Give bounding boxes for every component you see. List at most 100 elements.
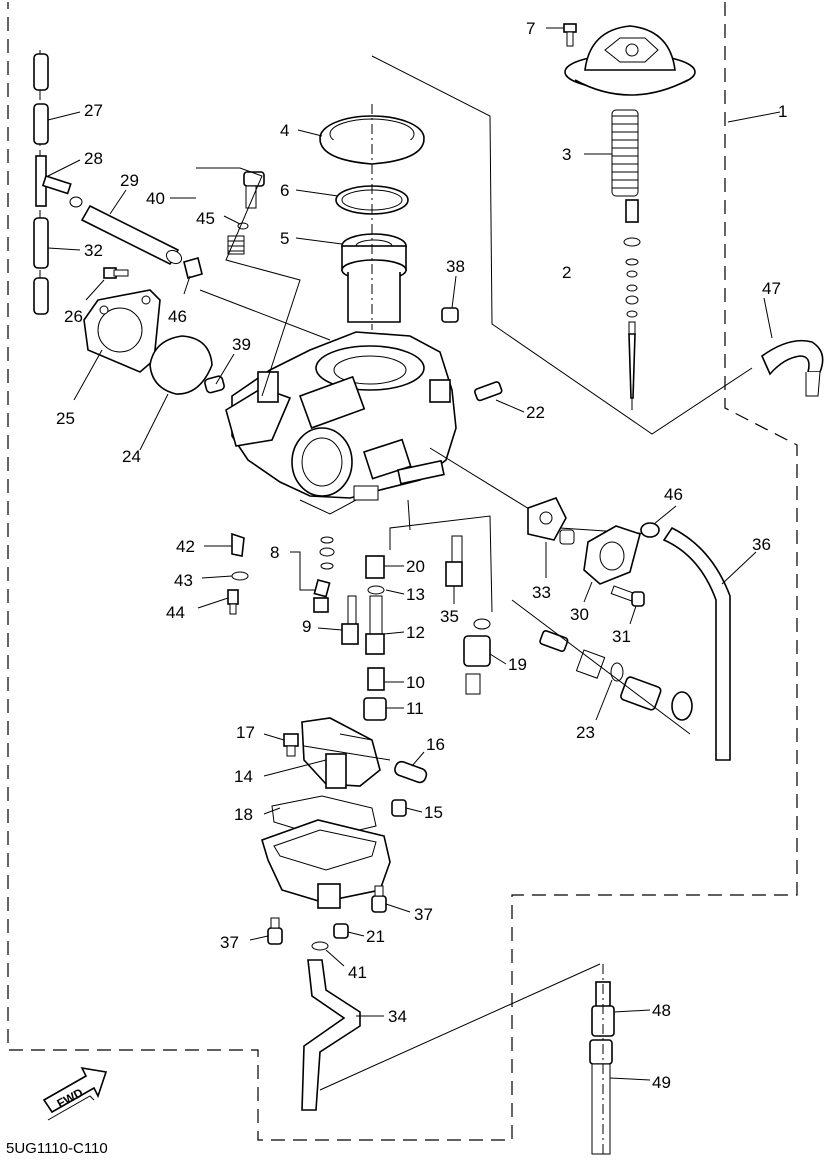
callout-30: 30 xyxy=(570,605,589,624)
clamp-46b xyxy=(640,522,660,538)
callout-41: 41 xyxy=(348,963,367,982)
throttle-piston xyxy=(341,233,407,323)
callout-46b: 46 xyxy=(664,485,683,504)
callout-47: 47 xyxy=(762,279,781,298)
callout-29: 29 xyxy=(120,171,139,190)
screw-15 xyxy=(391,799,407,817)
float-bowl xyxy=(261,819,391,909)
callout-numbers: 1 2 3 4 5 6 7 8 9 10 11 12 13 14 15 16 1… xyxy=(56,19,787,1092)
float-pin-16 xyxy=(394,760,428,784)
callout-37a: 37 xyxy=(414,905,433,924)
plate-33 xyxy=(527,497,575,545)
guide-plunger xyxy=(196,167,301,397)
callout-5: 5 xyxy=(280,229,289,248)
callout-28: 28 xyxy=(84,149,103,168)
callout-33: 33 xyxy=(532,583,551,602)
callout-31: 31 xyxy=(612,627,631,646)
throttle-spring xyxy=(611,109,639,197)
part-35 xyxy=(445,535,463,587)
guide-float xyxy=(303,745,391,761)
clip-42 xyxy=(231,532,245,557)
callout-48: 48 xyxy=(652,1001,671,1020)
part-19 xyxy=(463,618,491,695)
hose-36 xyxy=(662,526,731,761)
vent-hose-lower xyxy=(33,217,49,315)
carburetor-body xyxy=(225,331,457,515)
callout-23: 23 xyxy=(576,723,595,742)
fitting-22 xyxy=(474,381,503,402)
callout-18: 18 xyxy=(234,805,253,824)
callout-38: 38 xyxy=(446,257,465,276)
washer-13 xyxy=(367,585,385,595)
guide-drain xyxy=(319,963,601,1091)
callout-6: 6 xyxy=(280,181,289,200)
o-ring-41 xyxy=(311,941,329,951)
callout-9: 9 xyxy=(302,617,311,636)
guide-jets-2 xyxy=(407,499,411,531)
diaphragm-cover xyxy=(149,335,213,395)
cover-30 xyxy=(583,525,641,585)
spring-45b xyxy=(227,235,245,255)
callout-3: 3 xyxy=(562,145,571,164)
jet-group-8 xyxy=(313,536,335,613)
jet-holder-20 xyxy=(365,555,385,579)
callout-1: 1 xyxy=(778,102,787,121)
hose-29 xyxy=(80,204,183,266)
o-ring-43 xyxy=(231,571,249,581)
adjust-screw-23 xyxy=(539,630,693,721)
callout-44: 44 xyxy=(166,603,185,622)
cap-39 xyxy=(204,375,225,394)
hose-joint xyxy=(35,155,83,208)
screw-37-left xyxy=(267,917,283,945)
assembly-boundary xyxy=(7,2,798,1141)
float-14 xyxy=(301,717,381,789)
callout-14: 14 xyxy=(234,767,253,786)
guide-jets xyxy=(389,515,493,613)
callout-32: 32 xyxy=(84,241,103,260)
drain-screw-21 xyxy=(333,923,349,939)
callout-20: 20 xyxy=(406,557,425,576)
callout-42: 42 xyxy=(176,537,195,556)
callout-4: 4 xyxy=(280,121,289,140)
callout-35: 35 xyxy=(440,607,459,626)
callout-13: 13 xyxy=(406,585,425,604)
callout-8: 8 xyxy=(270,543,279,562)
callout-39: 39 xyxy=(232,335,251,354)
callout-27: 27 xyxy=(84,101,103,120)
cap-screw xyxy=(563,23,577,47)
callout-34: 34 xyxy=(388,1007,407,1026)
callout-19: 19 xyxy=(508,655,527,674)
callout-16: 16 xyxy=(426,735,445,754)
screw-44 xyxy=(227,589,239,615)
vent-hose-upper xyxy=(33,53,49,145)
callout-22: 22 xyxy=(526,403,545,422)
jet-needle-set xyxy=(623,199,641,410)
callout-17: 17 xyxy=(236,723,255,742)
guide-diaphragm xyxy=(371,55,753,435)
callout-11: 11 xyxy=(406,699,424,718)
callout-2: 2 xyxy=(562,263,571,282)
clamp-46 xyxy=(183,257,203,279)
main-jet-10 xyxy=(367,667,385,691)
callout-40: 40 xyxy=(146,189,165,208)
screw-37-right xyxy=(371,885,387,913)
callout-45: 45 xyxy=(196,209,215,228)
callout-26: 26 xyxy=(64,307,83,326)
guide-hose46 xyxy=(199,289,331,341)
callout-25: 25 xyxy=(56,409,75,428)
callout-leaders xyxy=(47,27,781,1081)
jet-9 xyxy=(341,595,359,645)
hose-49 xyxy=(589,1039,613,1155)
o-ring-45 xyxy=(237,222,249,230)
callout-7: 7 xyxy=(526,19,535,38)
screw-17 xyxy=(283,733,299,757)
drain-hose-34 xyxy=(301,959,361,1111)
callout-24: 24 xyxy=(122,447,141,466)
callout-10: 10 xyxy=(406,673,425,692)
callout-49: 49 xyxy=(652,1073,671,1092)
diagram-code: 5UG1110-C110 xyxy=(6,1140,108,1157)
cap-11 xyxy=(363,697,387,721)
callout-21: 21 xyxy=(366,927,385,946)
